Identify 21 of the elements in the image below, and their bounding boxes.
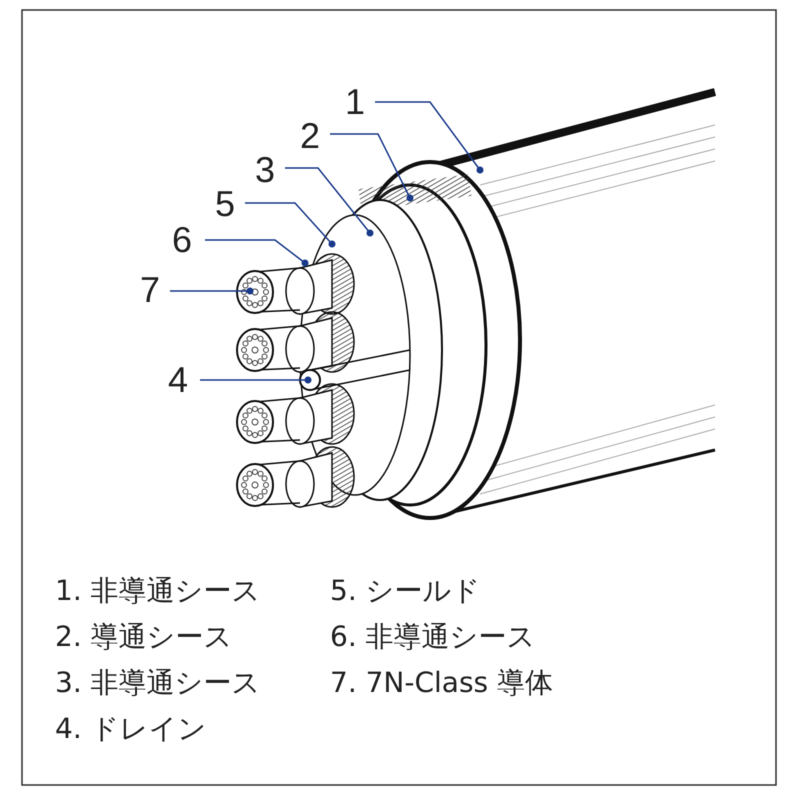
callout-number: 6 (172, 222, 192, 258)
leader-line (330, 133, 414, 202)
callout-number: 7 (140, 272, 160, 308)
leader-line (245, 202, 336, 248)
callout-number: 4 (168, 362, 188, 398)
callout-number: 1 (345, 84, 366, 120)
legend-text: 5. シールド (330, 575, 481, 607)
legend-text: 4. ドレイン (55, 713, 207, 745)
legend-text: 1. 非導通シース (55, 575, 261, 607)
legend-text: 6. 非導通シース (330, 621, 536, 653)
legend-text: 7. 7N-Class 導体 (330, 667, 554, 699)
leader-line (205, 239, 308, 266)
legend-text: 2. 導通シース (55, 621, 233, 653)
leader-line (375, 101, 484, 174)
callout-number: 3 (255, 152, 276, 188)
leader-line (285, 167, 374, 236)
leader-line (200, 376, 312, 384)
leader-line (170, 288, 254, 294)
callout-number: 2 (300, 118, 320, 154)
legend-text: 3. 非導通シース (55, 667, 261, 699)
callout-number: 5 (215, 186, 236, 222)
